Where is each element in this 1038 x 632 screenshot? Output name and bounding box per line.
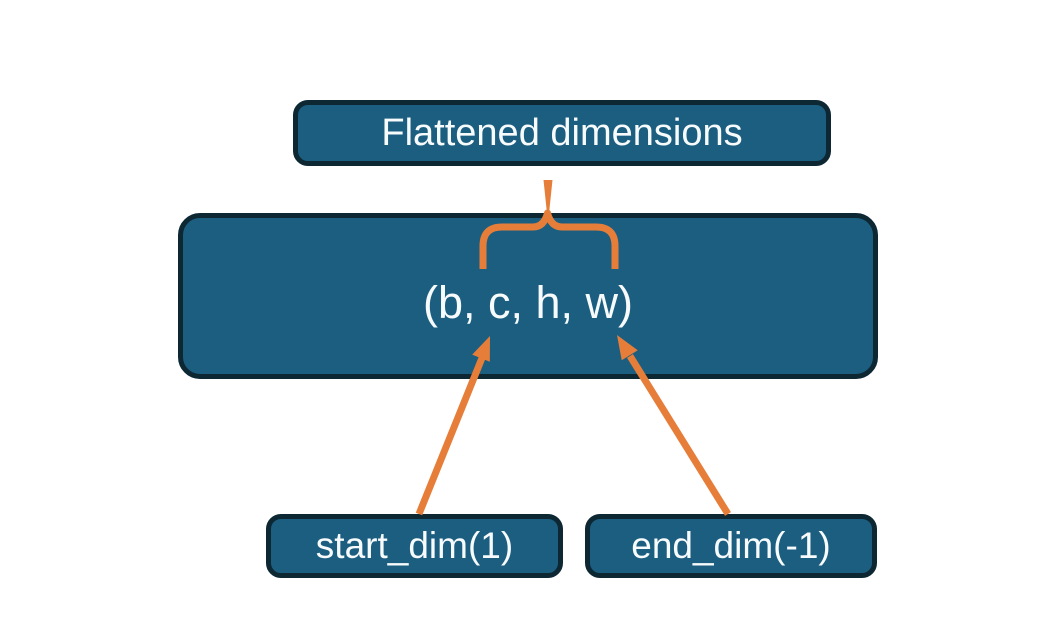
- end-dim-label: end_dim(-1): [631, 525, 831, 566]
- tensor-shape-box: (b, c, h, w): [178, 213, 878, 379]
- flattened-dimensions-box: Flattened dimensions: [293, 100, 831, 166]
- start-dim-arrow-line: [415, 356, 486, 516]
- tensor-shape-label: (b, c, h, w): [422, 277, 634, 328]
- end-dim-arrow-line: [627, 354, 731, 516]
- flattened-dimensions-label: Flattened dimensions: [381, 111, 743, 154]
- end-dim-box: end_dim(-1): [585, 514, 877, 578]
- start-dim-label: start_dim(1): [315, 525, 514, 566]
- start-dim-box: start_dim(1): [266, 514, 563, 578]
